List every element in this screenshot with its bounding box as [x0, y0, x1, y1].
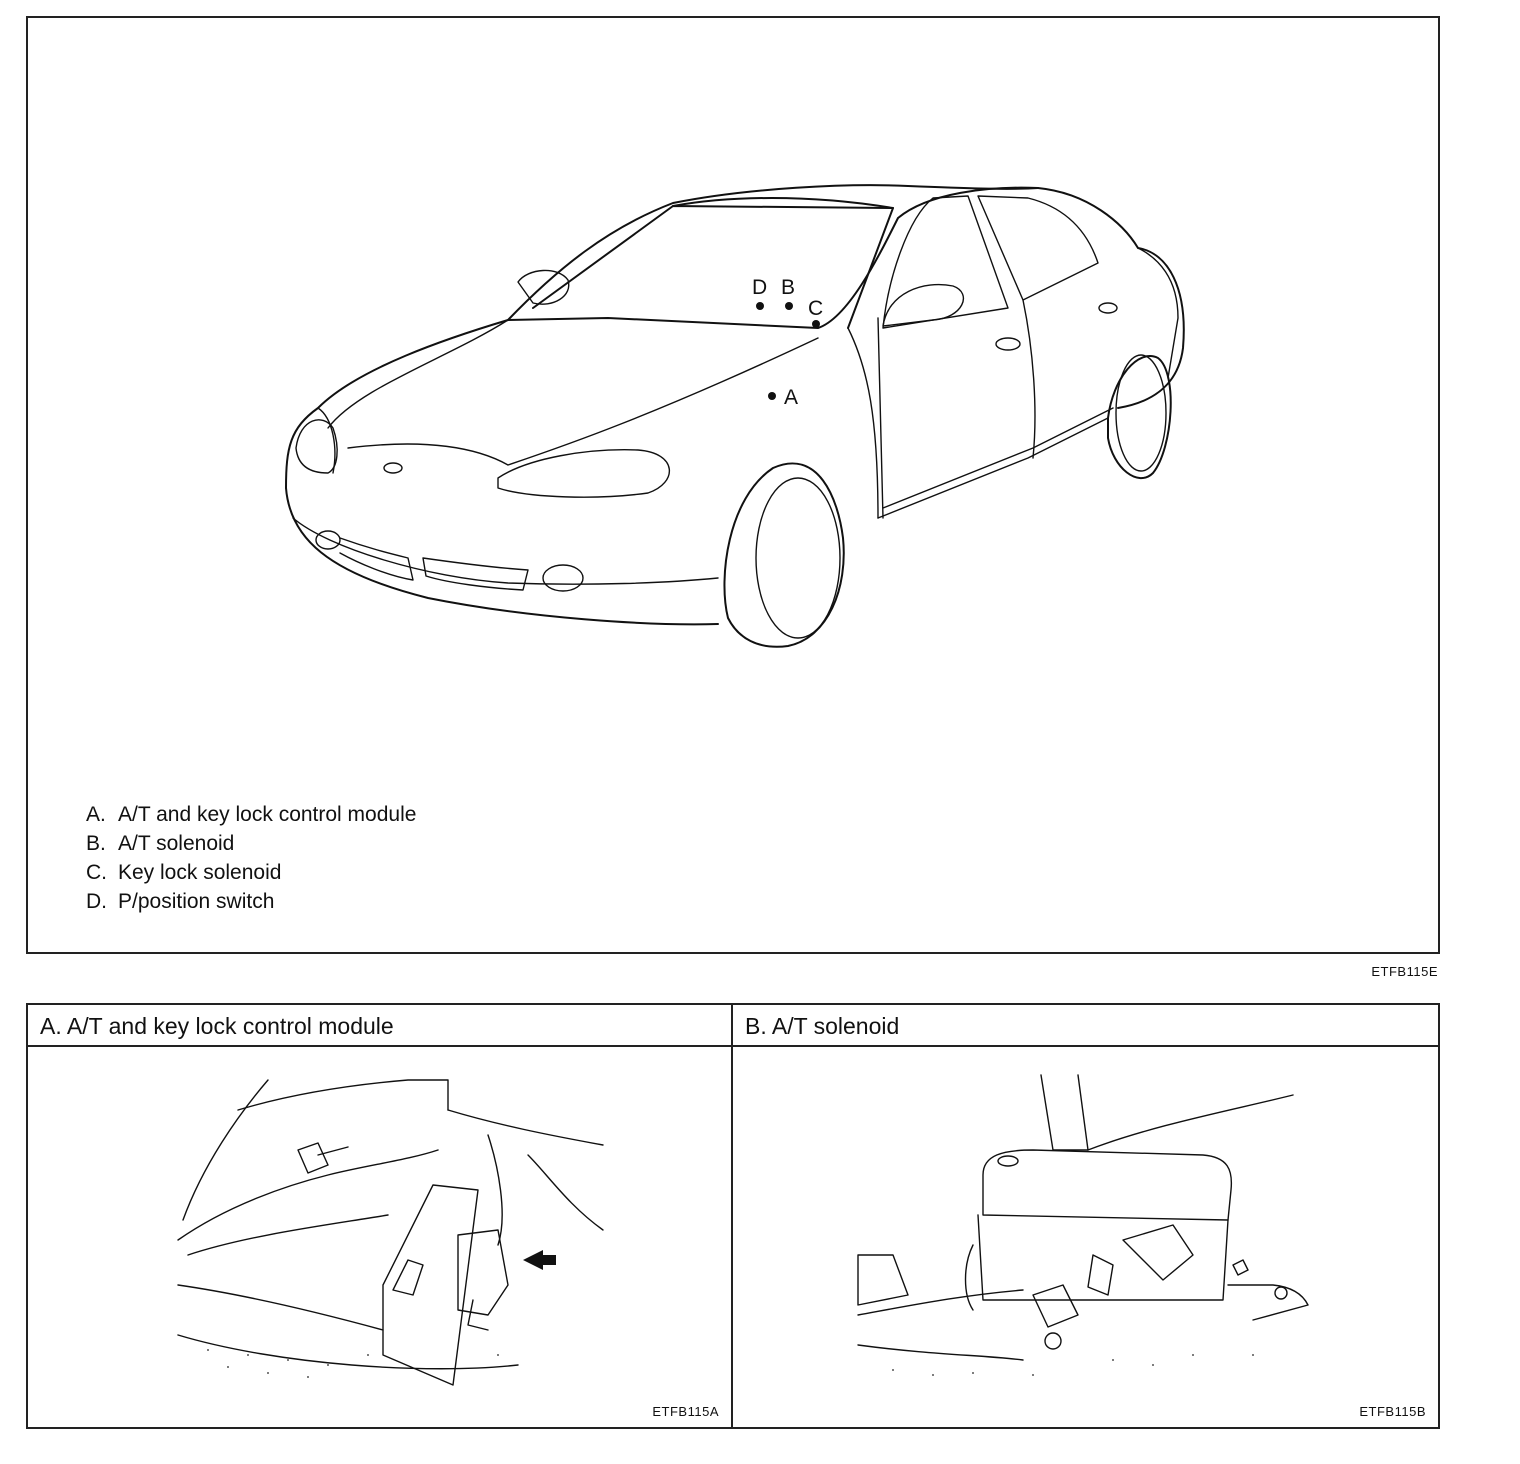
component-legend: A.A/T and key lock control module B.A/T …	[86, 800, 416, 916]
legend-item: D.P/position switch	[86, 890, 275, 913]
figure-code-control-module: ETFB115A	[652, 1404, 719, 1419]
callout-label-c: C	[808, 297, 823, 320]
callout-dot-a	[768, 392, 776, 400]
callout-dot-b	[785, 302, 793, 310]
detail-control-module: A. A/T and key lock control module	[28, 1005, 733, 1427]
car-line-drawing: D B C A	[285, 184, 1185, 648]
callout-dot-c	[812, 320, 820, 328]
legend-item: A.A/T and key lock control module	[86, 803, 417, 826]
legend-item: B.A/T solenoid	[86, 832, 235, 855]
vehicle-overview-panel: D B C A A.A/T and key lock control modul…	[26, 16, 1440, 954]
detail-title-control-module: A. A/T and key lock control module	[28, 1005, 731, 1047]
callout-label-b: B	[781, 276, 795, 299]
component-detail-panel: A. A/T and key lock control module	[26, 1003, 1440, 1429]
legend-item: C.Key lock solenoid	[86, 861, 282, 884]
figure-code-overview: ETFB115E	[1371, 964, 1438, 979]
detail-title-at-solenoid: B. A/T solenoid	[733, 1005, 1438, 1047]
callout-label-d: D	[752, 276, 767, 299]
callout-label-a: A	[784, 386, 798, 409]
arrow-indicator-icon	[523, 1250, 556, 1270]
figure-code-at-solenoid: ETFB115B	[1359, 1404, 1426, 1419]
detail-at-solenoid: B. A/T solenoid ETFB115B	[733, 1005, 1438, 1427]
control-module-illustration	[177, 1079, 604, 1386]
at-solenoid-illustration	[857, 1074, 1309, 1376]
callout-dot-d	[756, 302, 764, 310]
